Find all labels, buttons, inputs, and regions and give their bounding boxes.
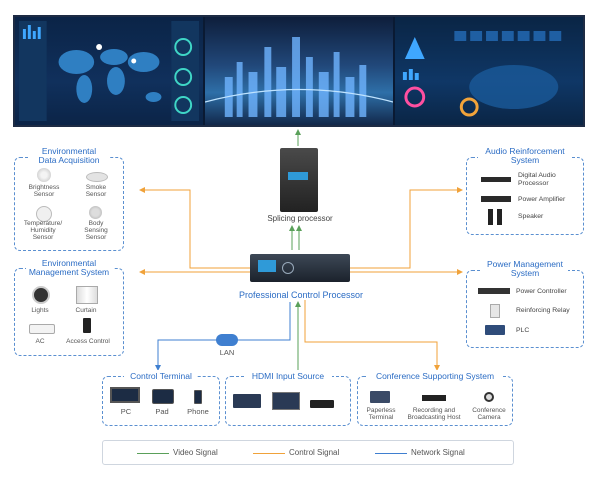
- power-amplifier-label: Power Amplifier: [518, 196, 566, 203]
- power-controller-icon: [478, 288, 510, 294]
- env-mgmt-title-bg: [26, 258, 114, 278]
- paperless-terminal-icon: [370, 391, 390, 403]
- lan-cloud-icon: [216, 334, 238, 346]
- paperless-terminal-label: Paperless Terminal: [366, 407, 396, 421]
- pc-icon: [110, 387, 140, 403]
- power-amplifier-icon: [481, 196, 511, 202]
- speaker-label: Speaker: [518, 213, 544, 220]
- body-sensing-sensor-icon: [89, 206, 102, 219]
- dashboard-screen: [395, 17, 583, 125]
- legend: Video Signal Control Signal Network Sign…: [102, 440, 514, 465]
- laptop-icon: [233, 394, 261, 408]
- brightness-sensor-label: Brightness Sensor: [28, 184, 60, 198]
- env-acq-title: Environmental Data Acquisition: [38, 146, 100, 165]
- control-signal-label: Control Signal: [289, 448, 340, 457]
- monitor-icon: [272, 392, 300, 410]
- access-control-label: Access Control: [66, 338, 110, 345]
- reinforcing-relay-label: Reinforcing Relay: [516, 307, 570, 314]
- ac-icon: [29, 324, 55, 334]
- digital-audio-processor-label: Digital Audio Processor: [518, 172, 556, 187]
- conference-camera-label: Conference Camera: [472, 407, 506, 421]
- reinforcing-relay-icon: [490, 304, 500, 318]
- audio-title-bg: [478, 146, 572, 166]
- network-signal-swatch: [375, 453, 407, 454]
- env-acq-title-bg: [30, 146, 110, 166]
- plc-label: PLC: [516, 327, 530, 334]
- lights-icon: [32, 286, 50, 304]
- video-signal-swatch: [137, 453, 169, 454]
- power-controller-label: Power Controller: [516, 288, 567, 295]
- phone-icon: [194, 390, 202, 404]
- control-signal-swatch: [253, 453, 285, 454]
- recording-host-icon: [422, 395, 446, 401]
- hdmi-title: HDMI Input Source: [251, 371, 325, 381]
- brightness-sensor-icon: [37, 168, 51, 182]
- env-management-box: [14, 268, 124, 356]
- speaker-right-icon: [497, 209, 502, 225]
- curtain-label: Curtain: [75, 307, 97, 314]
- power-title-bg: [482, 259, 568, 279]
- pad-label: Pad: [155, 407, 169, 416]
- env-mgmt-title: Environmental Management System: [28, 258, 110, 277]
- curtain-icon: [76, 286, 98, 304]
- media-box-icon: [310, 400, 334, 408]
- city-skyline-screen: [205, 17, 393, 125]
- power-title: Power Management System: [486, 259, 564, 278]
- hdmi-title-bg: [244, 370, 332, 382]
- power-management-box: [466, 270, 584, 348]
- recording-host-label: Recording and Broadcasting Host: [407, 407, 461, 421]
- pc-label: PC: [120, 407, 132, 416]
- video-wall: [13, 15, 585, 127]
- env-data-acquisition-box: [14, 157, 124, 251]
- control-processor-icon: [250, 254, 350, 282]
- splicing-processor-icon: [280, 148, 318, 212]
- control-terminal-title: Control Terminal: [130, 371, 192, 381]
- conference-title-bg: [368, 370, 502, 382]
- plc-icon: [485, 325, 505, 335]
- access-control-icon: [83, 318, 91, 333]
- lights-label: Lights: [31, 307, 49, 314]
- phone-label: Phone: [187, 407, 209, 416]
- speaker-left-icon: [488, 209, 493, 225]
- conference-title: Conference Supporting System: [375, 371, 495, 381]
- lan-label: LAN: [219, 348, 235, 357]
- body-sensing-sensor-label: Body Sensing Sensor: [84, 220, 108, 241]
- smoke-sensor-label: Smoke Sensor: [85, 184, 107, 198]
- ac-label: AC: [35, 338, 45, 345]
- control-processor-label: Professional Control Processor: [238, 290, 364, 300]
- conference-camera-icon: [484, 392, 494, 402]
- world-map-screen: [15, 17, 203, 125]
- video-signal-label: Video Signal: [173, 448, 218, 457]
- temperature-humidity-sensor-icon: [36, 206, 52, 222]
- digital-audio-processor-icon: [481, 177, 511, 182]
- network-signal-label: Network Signal: [411, 448, 465, 457]
- temperature-humidity-sensor-label: Temperature/ Humidity Sensor: [23, 220, 63, 241]
- audio-title: Audio Reinforcement System: [485, 146, 565, 165]
- control-terminal-title-bg: [124, 370, 196, 382]
- smoke-sensor-icon: [86, 172, 108, 182]
- pad-icon: [152, 389, 174, 404]
- splicing-processor-label: Splicing processor: [267, 214, 333, 223]
